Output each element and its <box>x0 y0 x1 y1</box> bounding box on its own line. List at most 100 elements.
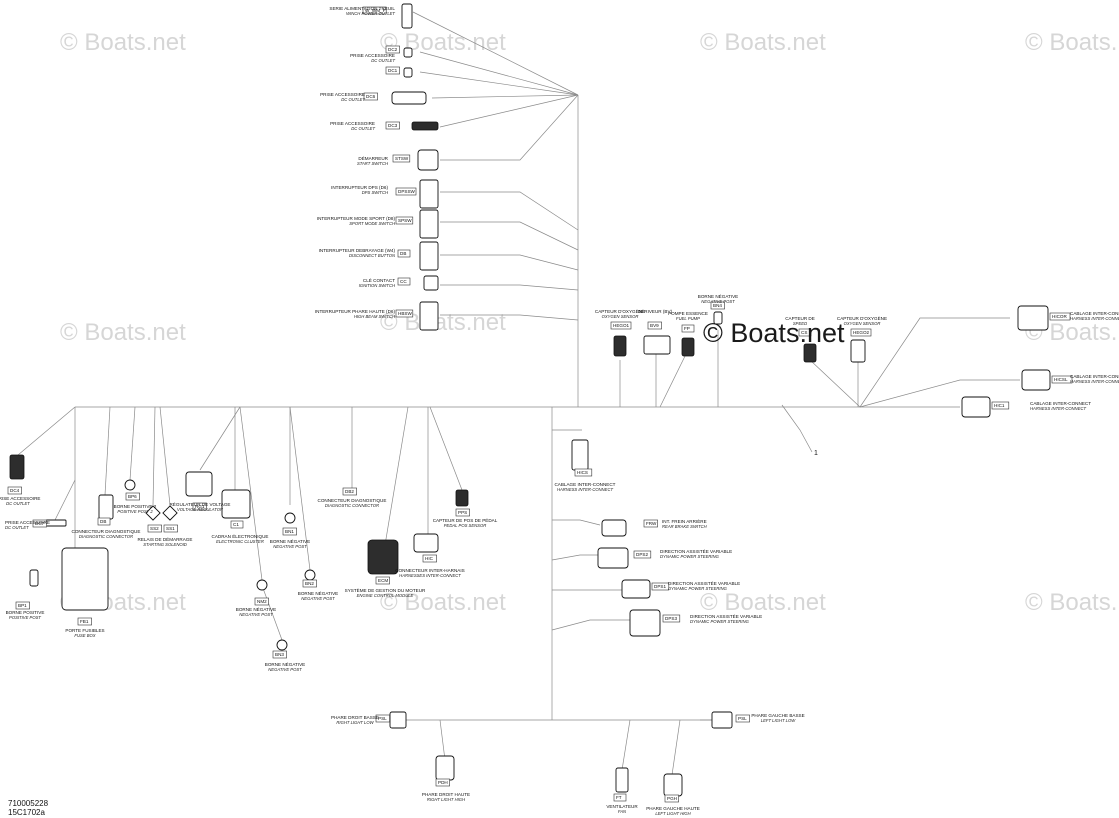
watermark-text: © Boats.net <box>700 589 826 616</box>
component-label-fr: BORNE NÉGATIVE <box>698 293 739 299</box>
connector-icon <box>391 91 427 105</box>
component-label-en: ELECTRONIC CLUSTER <box>216 539 264 544</box>
connector-icon <box>417 149 439 171</box>
code-box <box>230 520 244 529</box>
component-label-en: SPEED <box>793 321 807 326</box>
code-box <box>643 519 658 528</box>
component-label-fr: SYSTÈME DE GESTION DU MOTEUR <box>345 587 426 593</box>
component-label-fr: INTERRUPTEUR MODE SPORT (D8) <box>317 216 396 221</box>
code-box <box>422 554 437 563</box>
component-label-en: FAN <box>618 809 627 814</box>
watermark-text: © Boats.net <box>380 29 506 56</box>
connector-icon <box>643 335 671 355</box>
component-label-en: DYNAMIC POWER STEERING <box>690 619 750 624</box>
connector-icon <box>389 711 407 729</box>
component-code: SPSW <box>398 218 412 223</box>
connector-icon <box>615 767 629 793</box>
component-code: HICSL <box>1054 377 1068 382</box>
component-code: BN3 <box>275 652 284 657</box>
terminal-icon <box>124 479 136 491</box>
component-label-en: NEGATIVE POST <box>701 299 735 304</box>
component-label-fr: CLÉ CONTACT <box>363 277 395 283</box>
code-box <box>710 301 725 310</box>
component-label-en: DC OUTLET <box>6 501 30 506</box>
component-label-fr: CONNECTEUR DIAGNOSTIQUE <box>318 498 387 503</box>
component-code: FB1 <box>80 619 89 624</box>
connector-icon <box>221 489 251 519</box>
connector-icon <box>185 471 213 497</box>
component-label-fr: PRISE ACCESSOIRE <box>320 92 365 97</box>
component-code: BV9 <box>650 323 659 328</box>
component-label-fr: DIRECTION ASSISTÉE VARIABLE <box>668 580 740 586</box>
connector-icon <box>601 519 627 537</box>
component-label-fr: PHARE DROIT BASSE <box>331 715 379 720</box>
code-box <box>397 249 411 258</box>
code-box <box>32 519 47 528</box>
terminal-icon <box>304 569 316 581</box>
component-label-fr: PRISE ACCESSOIRE <box>0 496 40 501</box>
component-code: CS <box>801 330 807 335</box>
component-label-fr: INTERRUPTEUR DEBRAYAGE (W4) <box>319 248 396 253</box>
code-box <box>363 92 378 101</box>
component-label-en: DISCONNECT BUTTON <box>349 253 396 258</box>
component-code: C1 <box>233 522 239 527</box>
component-label-fr: BORNE POSITIVE <box>6 610 45 615</box>
component-label-en: DYNAMIC POWER STEERING <box>668 586 728 591</box>
connector-icon <box>961 396 991 418</box>
code-box <box>1049 312 1071 321</box>
component-code: HIC <box>425 556 434 561</box>
code-box <box>375 576 390 585</box>
code-box <box>375 714 390 723</box>
component-label-fr: DIRECTION ASSISTÉE VARIABLE <box>690 613 762 619</box>
code-box <box>147 524 162 533</box>
connector-icon <box>419 209 439 239</box>
component-label-en: POSITIVE POST 2 <box>117 509 153 514</box>
code-box <box>613 793 627 802</box>
component-code: BN4 <box>713 303 722 308</box>
watermark-layer: © Boats.net© Boats.net© Boats.net© Boats… <box>60 29 1119 616</box>
component-label-fr: CAPTEUR DE <box>785 316 815 321</box>
fuse-box-icon <box>61 547 109 611</box>
connector-icon <box>571 439 589 471</box>
component-label-fr: PRISE ACCESSOIRE <box>5 520 50 525</box>
connector-icon <box>411 121 439 131</box>
component-label-fr: SERIE ALIMENTATION TREUIL <box>329 6 395 11</box>
watermark-text-strong: © Boats.net <box>703 318 845 348</box>
component-code: DC7 <box>35 521 45 526</box>
connector-icon <box>435 755 455 781</box>
component-dc1: DC1 <box>385 66 400 75</box>
code-box <box>77 617 92 626</box>
component-code: PDH <box>438 780 448 785</box>
code-box <box>282 527 297 536</box>
code-box <box>385 45 400 54</box>
connector-glyphs <box>9 3 1051 797</box>
code-box <box>991 401 1010 410</box>
connector-icon <box>403 47 413 58</box>
connector-icon <box>455 489 469 507</box>
terminal-icon <box>276 639 288 651</box>
code-box <box>272 650 287 659</box>
component-code: BN1 <box>285 529 294 534</box>
component-code: SS1 <box>166 526 175 531</box>
component-code: DC4 <box>10 488 20 493</box>
component-label-en: VOLTAGE REGULATOR <box>177 507 223 512</box>
component-code: FT <box>616 795 622 800</box>
component-code: STSW <box>395 156 409 161</box>
